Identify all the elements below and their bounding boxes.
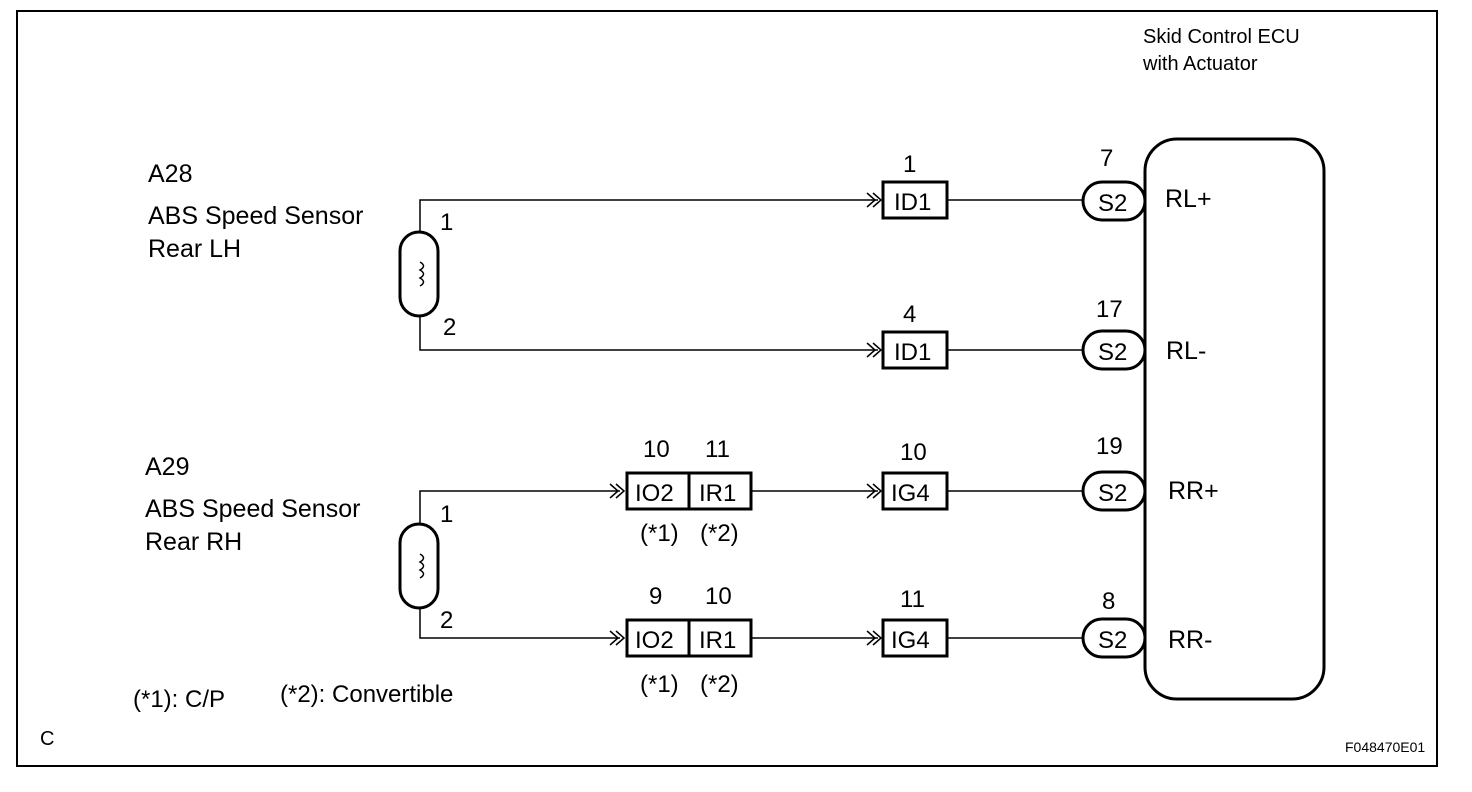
diagram-frame	[16, 10, 1438, 767]
arrow-icon	[866, 192, 883, 208]
sensor-a28-body	[398, 230, 440, 318]
sensor-a28-code: A28	[148, 160, 192, 188]
io2-top-note: (*1)	[640, 520, 679, 547]
ig4-top-pin: 10	[900, 439, 927, 466]
id1-bottom-box	[881, 330, 949, 370]
sensor-a29-pin1: 1	[440, 501, 453, 528]
arrow-icon	[866, 483, 883, 499]
arrow-icon	[609, 630, 626, 646]
s2-terminal-1-label: S2	[1098, 190, 1127, 217]
ir1-top-label: IR1	[699, 480, 736, 507]
wire-rr-minus	[419, 608, 620, 639]
ir1-top-box	[687, 471, 753, 511]
ir1-bottom-note: (*2)	[700, 671, 739, 698]
io2-bottom-box	[625, 618, 691, 658]
ir1-top-pin: 11	[705, 436, 730, 463]
id1-bottom-pin: 4	[903, 301, 916, 328]
sensor-a28-name-line1: ABS Speed Sensor	[148, 202, 363, 230]
legend-note-2: (*2): Convertible	[280, 681, 453, 708]
ecu-title-line2: with Actuator	[1142, 53, 1258, 75]
s2-terminal-2	[1081, 329, 1147, 371]
s2-terminal-1-signal: RL+	[1165, 185, 1212, 213]
ir1-bottom-box	[687, 618, 753, 658]
sensor-a29-pin2: 2	[440, 607, 453, 634]
sensor-a29-coil-icon	[418, 553, 425, 579]
s2-terminal-2-label: S2	[1098, 339, 1127, 366]
s2-terminal-3-signal: RR+	[1168, 477, 1219, 505]
io2-bottom-pin: 9	[649, 583, 662, 610]
ig4-top-box	[881, 471, 949, 511]
s2-terminal-3-pin: 19	[1096, 433, 1123, 460]
wire-rr-plus	[419, 490, 620, 524]
id1-top-pin: 1	[903, 151, 916, 178]
ig4-bottom-label: IG4	[891, 627, 930, 654]
sensor-a29-code: A29	[145, 453, 189, 481]
io2-top-box	[625, 471, 691, 511]
sensor-a29-name-line2: Rear RH	[145, 528, 242, 556]
sensor-a29-body	[398, 522, 440, 610]
arrow-icon	[866, 342, 883, 358]
ig4-bottom-box	[881, 618, 949, 658]
corner-letter: C	[40, 728, 54, 750]
s2-terminal-4-pin: 8	[1102, 588, 1115, 615]
sensor-a28-pin2: 2	[443, 314, 456, 341]
ig4-top-label: IG4	[891, 480, 930, 507]
s2-terminal-1	[1081, 180, 1147, 222]
s2-terminal-3-label: S2	[1098, 480, 1127, 507]
ig4-bottom-pin: 11	[900, 586, 925, 613]
s2-terminal-1-pin: 7	[1100, 145, 1113, 172]
arrow-icon	[609, 483, 626, 499]
ir1-bottom-label: IR1	[699, 627, 736, 654]
id1-bottom-label: ID1	[894, 339, 931, 366]
sensor-a28-name-line2: Rear LH	[148, 235, 241, 263]
sensor-a29-name-line1: ABS Speed Sensor	[145, 495, 360, 523]
s2-terminal-2-signal: RL-	[1166, 337, 1206, 365]
s2-terminal-3	[1081, 470, 1147, 512]
arrow-icon	[866, 630, 883, 646]
sensor-a28-coil-icon	[418, 261, 425, 287]
ir1-top-note: (*2)	[700, 520, 739, 547]
sensor-a28-pin1: 1	[440, 209, 453, 236]
s2-terminal-4-label: S2	[1098, 627, 1127, 654]
id1-top-label: ID1	[894, 189, 931, 216]
wire-rl-plus	[419, 199, 878, 232]
io2-bottom-note: (*1)	[640, 671, 679, 698]
s2-terminal-4-signal: RR-	[1168, 626, 1212, 654]
io2-bottom-label: IO2	[635, 627, 674, 654]
io2-top-pin: 10	[643, 436, 670, 463]
s2-terminal-4	[1081, 617, 1147, 659]
figure-id: F048470E01	[1345, 739, 1425, 755]
s2-terminal-2-pin: 17	[1096, 296, 1123, 323]
io2-top-label: IO2	[635, 480, 674, 507]
legend-note-1: (*1): C/P	[133, 686, 225, 713]
ecu-title-line1: Skid Control ECU	[1143, 26, 1300, 48]
ecu-body	[1143, 137, 1326, 701]
wire-rl-minus	[419, 316, 878, 351]
ir1-bottom-pin: 10	[705, 583, 732, 610]
